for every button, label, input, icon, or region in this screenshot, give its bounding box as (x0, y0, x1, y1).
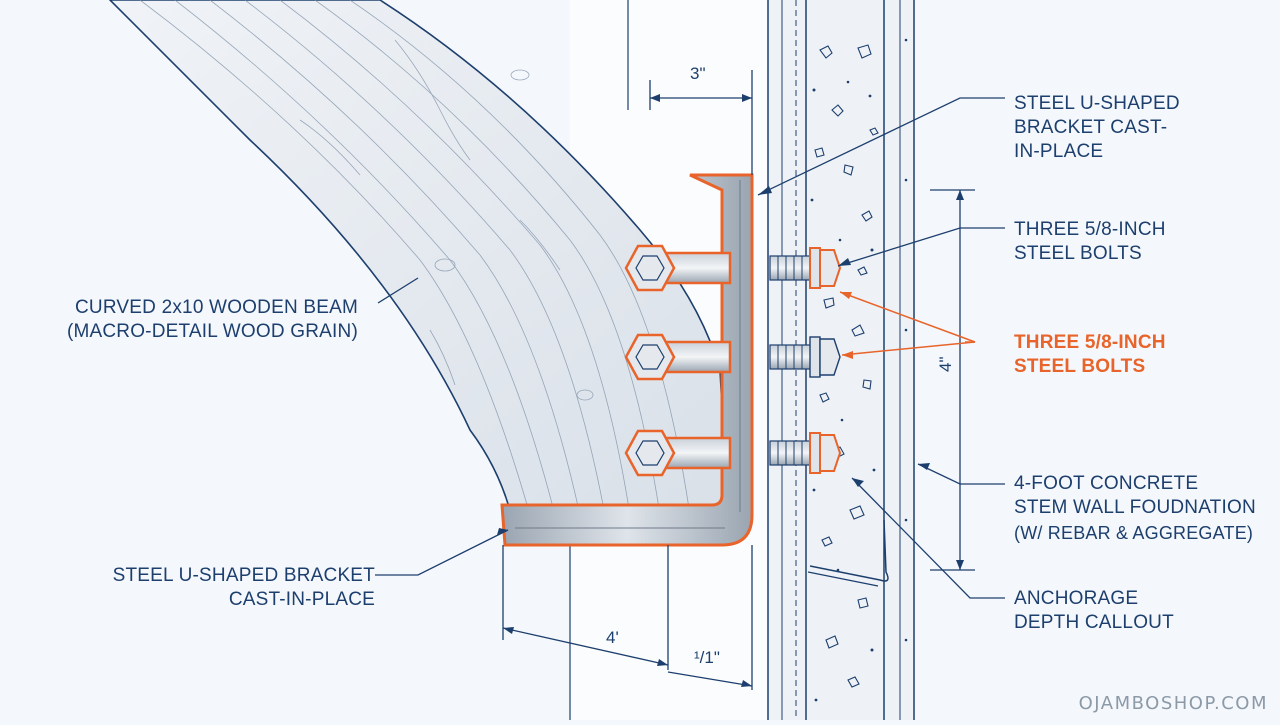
label-bracket-top: STEEL U-SHAPED BRACKET CAST- IN-PLACE (1014, 93, 1180, 162)
label-bolts-right: THREE 5/8-INCH STEEL BOLTS (1014, 219, 1166, 264)
highlight-arrows (840, 292, 853, 359)
curved-wooden-beam (108, 0, 729, 521)
leader-arrows (497, 186, 930, 535)
rebar-hook (809, 519, 889, 582)
dim-bottom-offset: ¹/1" (694, 648, 720, 667)
watermark: OJAMBOSHOP.COM (1078, 693, 1268, 714)
aggregate-dots (810, 38, 908, 702)
dim-bottom-width: 4' (606, 628, 619, 647)
label-bolts-highlight: THREE 5/8-INCH STEEL BOLTS (1014, 332, 1166, 377)
label-anchorage: ANCHORAGE DEPTH CALLOUT (1014, 588, 1174, 633)
dim-vertical: 4" (936, 356, 955, 373)
label-bracket-bottom: STEEL U-SHAPED BRACKET CAST-IN-PLACE (112, 565, 375, 610)
dimension-lines (502, 70, 975, 690)
leader-lines (375, 97, 1005, 599)
highlight-leaders (839, 291, 976, 356)
dim-top-width: 3" (690, 64, 706, 83)
label-curved-beam: CURVED 2x10 WOODEN BEAM (MACRO-DETAIL WO… (66, 297, 358, 342)
label-foundation-sub: (W/ REBAR & AGGREGATE) (1014, 523, 1254, 543)
bolt-heads (624, 244, 732, 477)
steel-bracket (500, 173, 754, 547)
aggregate (814, 44, 879, 688)
bolt-nuts (769, 247, 842, 474)
label-foundation: 4-FOOT CONCRETE STEM WALL FOUDNATION (1014, 473, 1256, 518)
